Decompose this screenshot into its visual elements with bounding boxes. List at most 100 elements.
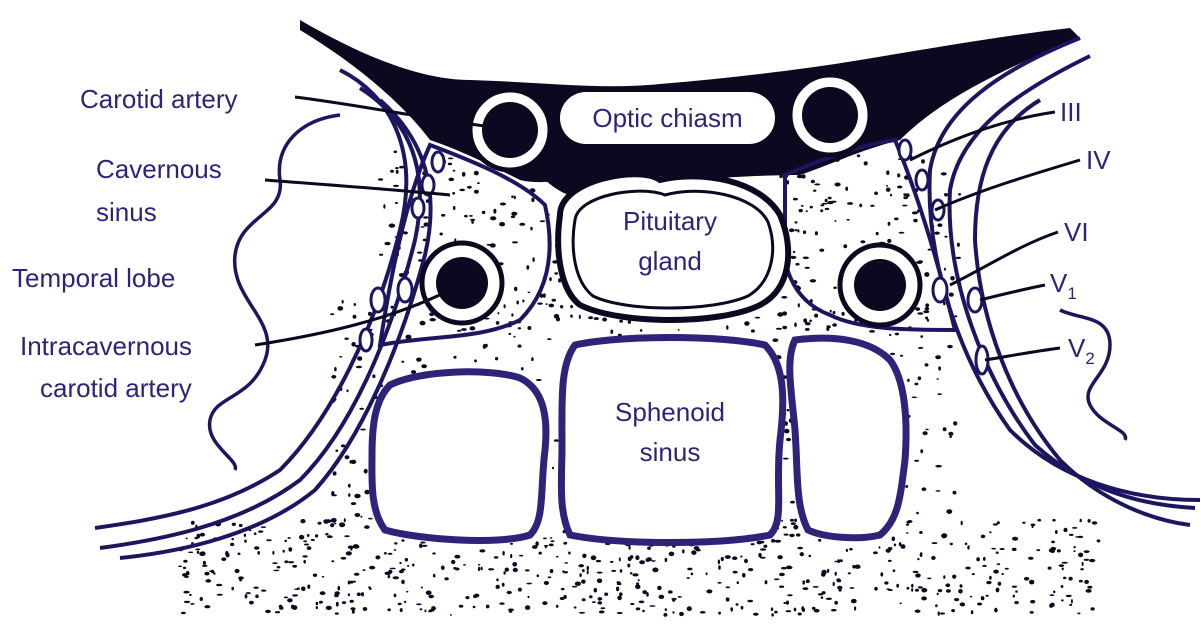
speckle-dot: [740, 556, 742, 558]
speckle-dot: [320, 591, 326, 595]
speckle-dot: [803, 257, 809, 260]
speckle-dot: [986, 595, 989, 597]
speckle-dot: [334, 367, 337, 371]
speckle-dot: [751, 329, 755, 332]
speckle-dot: [819, 249, 824, 252]
speckle-dot: [965, 567, 971, 570]
label-nerve-vi: VI: [1064, 217, 1089, 248]
speckle-dot: [906, 532, 909, 534]
speckle-dot: [950, 276, 955, 281]
speckle-dot: [364, 490, 369, 495]
speckle-dot: [760, 557, 766, 559]
speckle-dot: [1089, 559, 1095, 562]
speckle-dot: [1049, 549, 1052, 552]
speckle-dot: [952, 575, 956, 579]
speckle-dot: [368, 518, 373, 520]
speckle-dot: [632, 573, 638, 576]
speckle-dot: [499, 602, 504, 604]
speckle-dot: [721, 557, 724, 561]
speckle-dot: [441, 214, 445, 217]
speckle-dot: [526, 583, 532, 585]
speckle-dot: [1082, 562, 1084, 566]
speckle-dot: [1071, 599, 1073, 603]
speckle-dot: [511, 212, 517, 216]
speckle-dot: [394, 594, 397, 598]
speckle-dot: [747, 600, 753, 603]
speckle-dot: [736, 603, 739, 606]
speckle-dot: [197, 551, 200, 554]
speckle-dot: [361, 592, 364, 596]
speckle-dot: [879, 546, 881, 549]
speckle-dot: [540, 220, 545, 222]
speckle-dot: [837, 559, 840, 563]
speckle-dot: [646, 558, 650, 562]
speckle-dot: [334, 523, 336, 525]
speckle-dot: [487, 244, 492, 246]
speckle-dot: [313, 574, 317, 577]
speckle-dot: [594, 588, 597, 593]
speckle-dot: [395, 167, 399, 169]
speckle-dot: [1069, 577, 1073, 581]
speckle-dot: [847, 202, 853, 205]
speckle-dot: [362, 569, 365, 571]
speckle-dot: [518, 345, 522, 348]
speckle-dot: [997, 521, 1000, 524]
speckle-dot: [924, 272, 929, 277]
speckle-dot: [205, 579, 211, 583]
speckle-dot: [813, 586, 819, 588]
speckle-dot: [981, 596, 985, 600]
speckle-dot: [1022, 522, 1025, 524]
right-intracavernous-carotid: [840, 245, 920, 325]
speckle-dot: [772, 338, 778, 342]
speckle-dot: [945, 583, 950, 587]
speckle-dot: [235, 569, 240, 573]
speckle-dot: [486, 605, 490, 609]
label-nerve-iii: III: [1060, 97, 1082, 128]
speckle-dot: [913, 219, 917, 223]
speckle-dot: [917, 312, 923, 314]
speckle-dot: [582, 569, 585, 572]
speckle-dot: [190, 603, 194, 605]
speckle-dot: [537, 574, 540, 577]
speckle-dot: [232, 523, 236, 526]
label-nerve-iv: IV: [1086, 145, 1111, 176]
speckle-dot: [912, 211, 918, 214]
speckle-dot: [350, 607, 355, 610]
speckle-dot: [420, 608, 423, 610]
speckle-dot: [254, 546, 259, 550]
speckle-dot: [421, 545, 427, 547]
speckle-dot: [639, 560, 645, 564]
speckle-dot: [938, 589, 942, 592]
speckle-dot: [331, 518, 337, 523]
speckle-dot: [474, 171, 479, 176]
speckle-dot: [203, 561, 206, 565]
speckle-dot: [351, 502, 356, 505]
speckle-dot: [221, 557, 226, 561]
speckle-dot: [944, 193, 948, 196]
speckle-dot: [888, 222, 891, 226]
speckle-dot: [389, 224, 395, 228]
speckle-dot: [478, 567, 480, 572]
speckle-dot: [1069, 604, 1072, 606]
speckle-dot: [892, 537, 895, 542]
speckle-dot: [444, 577, 448, 580]
speckle-dot: [946, 589, 951, 593]
speckle-dot: [589, 595, 593, 598]
speckle-dot: [921, 159, 925, 163]
speckle-dot: [496, 585, 500, 589]
speckle-dot: [833, 311, 836, 314]
speckle-dot: [935, 355, 941, 359]
speckle-dot: [514, 196, 516, 200]
speckle-dot: [448, 158, 453, 160]
speckle-dot: [537, 302, 543, 304]
speckle-dot: [508, 609, 514, 611]
speckle-dot: [1012, 548, 1017, 551]
speckle-dot: [342, 601, 346, 604]
speckle-dot: [399, 562, 401, 564]
speckle-dot: [303, 560, 306, 564]
speckle-dot: [846, 219, 850, 221]
speckle-dot: [288, 547, 292, 551]
speckle-dot: [619, 557, 621, 561]
speckle-dot: [238, 553, 241, 556]
speckle-dot: [1029, 580, 1034, 585]
